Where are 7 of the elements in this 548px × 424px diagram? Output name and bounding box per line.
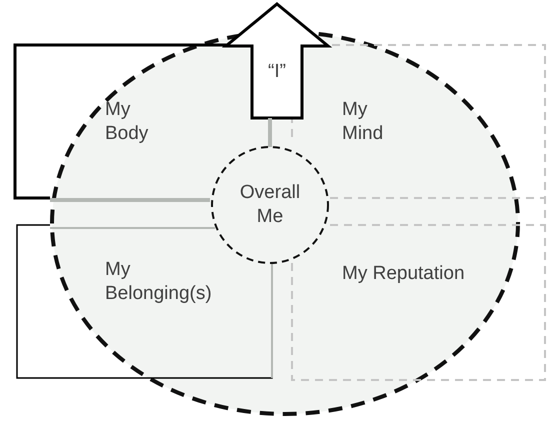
arrow-label: “I”: [267, 60, 287, 84]
region-label: My Reputation: [342, 262, 466, 286]
region-label: My Mind: [342, 98, 384, 146]
region-label: My Belonging(s): [105, 258, 213, 306]
connector-line: [268, 118, 272, 147]
region-label: My Body: [105, 98, 150, 146]
center-label: Overall Me: [238, 181, 302, 229]
